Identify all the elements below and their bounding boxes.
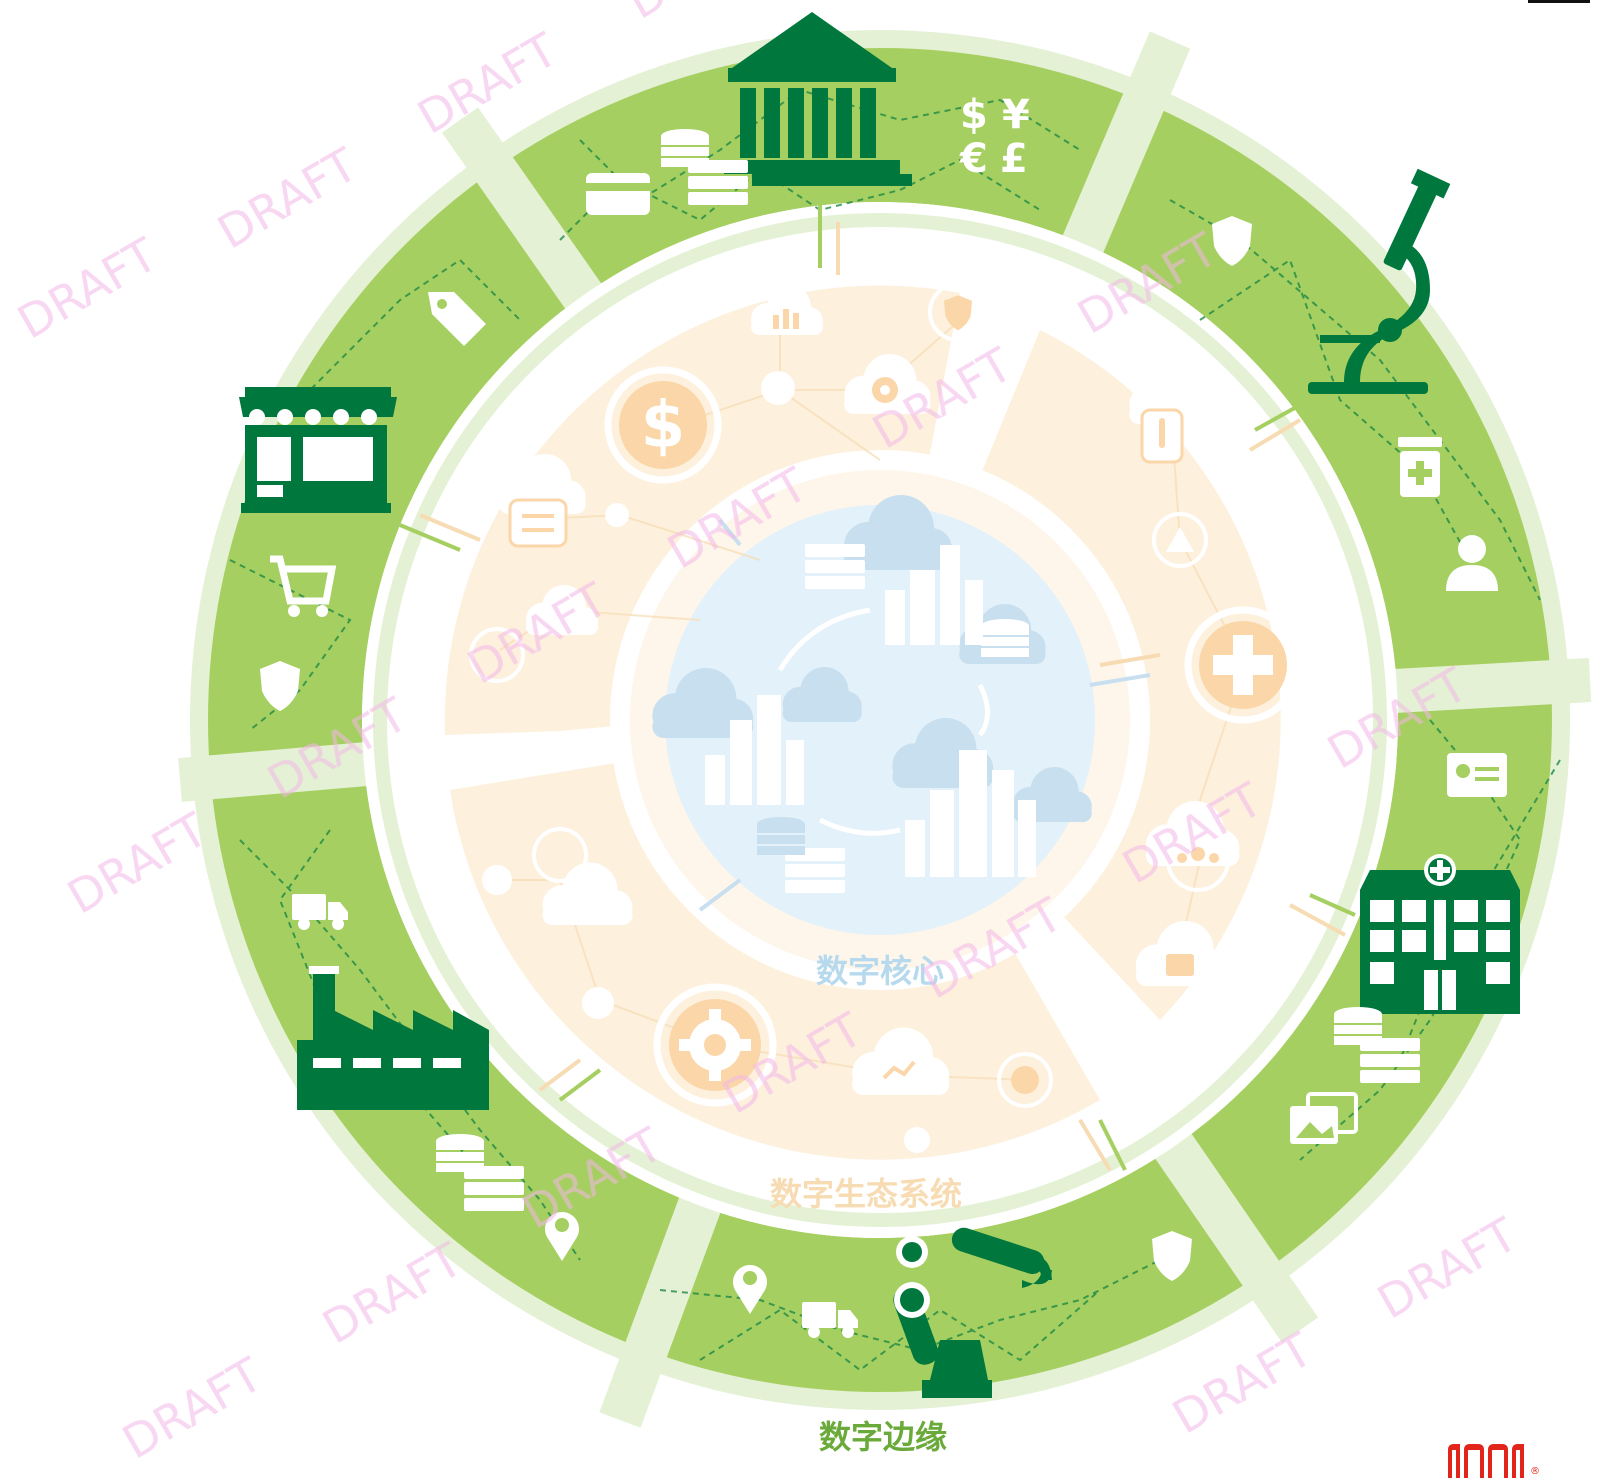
medical-cross-icon xyxy=(1184,606,1302,724)
location-pin-icon xyxy=(733,1265,767,1314)
core-label: 数字核心 xyxy=(816,952,944,990)
currency-symbols: $ ¥ € £ xyxy=(959,92,1030,182)
hospital-icon xyxy=(1360,854,1520,1014)
ecosystem-label: 数字生态系统 xyxy=(770,1175,962,1213)
cloud-chat-icon xyxy=(1135,921,1230,986)
factory-icon xyxy=(297,966,489,1110)
draft-watermark: DRAFT xyxy=(114,1347,272,1470)
cloud-transfer-icon xyxy=(499,454,586,548)
draft-watermark: DRAFT xyxy=(9,227,167,350)
thermometer-icon xyxy=(1129,364,1216,464)
warning-icon xyxy=(1152,512,1208,568)
cloud-gear-icon xyxy=(844,354,931,414)
tag-icon xyxy=(428,292,486,346)
svg-text:$: $ xyxy=(641,389,686,463)
server-icon xyxy=(464,1166,524,1211)
shield-icon xyxy=(469,627,525,683)
robot-arm-icon xyxy=(893,1227,1052,1398)
node-dot xyxy=(904,1127,930,1153)
medicine-bottle-icon xyxy=(1398,437,1442,497)
draft-watermark: DRAFT xyxy=(619,0,777,30)
top-right-rule xyxy=(1528,0,1590,3)
node-dot xyxy=(605,503,629,527)
node-dot xyxy=(582,987,614,1019)
registered-mark: ® xyxy=(1530,1466,1540,1477)
connector-arrows xyxy=(399,200,1356,1172)
server-icon xyxy=(1360,1038,1420,1083)
draft-watermark: DRAFT xyxy=(314,1232,472,1355)
edge-small-icons xyxy=(260,129,1507,1338)
draft-watermark: DRAFT xyxy=(1369,1207,1527,1330)
yen-symbol: ¥ xyxy=(1002,92,1030,138)
draft-watermark: DRAFT xyxy=(59,802,217,925)
database-icon xyxy=(757,817,805,855)
draft-watermark: DRAFT xyxy=(209,137,367,260)
shield-icon xyxy=(928,282,988,342)
cart-icon xyxy=(270,555,337,617)
euro-symbol: € xyxy=(959,136,988,182)
edge-label: 数字边缘 xyxy=(819,1418,947,1456)
edge-icons xyxy=(239,12,1520,1398)
node-dot xyxy=(482,865,512,895)
team-icon xyxy=(1145,801,1240,892)
server-icon xyxy=(805,544,865,589)
cycle-arrows-icon xyxy=(777,607,990,836)
core-content xyxy=(652,495,1092,893)
store-icon xyxy=(239,387,397,513)
location-pin-icon xyxy=(545,1212,579,1261)
draft-watermark: DRAFT xyxy=(1164,1322,1322,1445)
pound-symbol: £ xyxy=(1000,136,1028,182)
database-icon xyxy=(981,619,1029,657)
ecosystem-icons: $ xyxy=(469,282,1302,1153)
link-icon xyxy=(532,827,588,883)
server-icon xyxy=(688,160,748,205)
credit-card-icon xyxy=(586,173,650,215)
gear-circle-icon xyxy=(653,983,777,1107)
bank-icon xyxy=(724,12,912,186)
cloud-analytics-icon xyxy=(852,1027,950,1095)
user-icon xyxy=(1446,535,1498,591)
id-card-icon xyxy=(1447,753,1507,797)
cloud-chart-icon xyxy=(751,285,823,335)
brand-logo: ® xyxy=(1448,1444,1540,1478)
microscope-icon xyxy=(1308,168,1451,394)
globe-icon xyxy=(997,1052,1053,1108)
city-cloud-icon xyxy=(705,545,1036,877)
node-dot xyxy=(761,371,795,405)
image-gallery-icon xyxy=(1290,1092,1358,1144)
dollar-circle-icon: $ xyxy=(604,366,722,484)
dollar-symbol: $ xyxy=(960,92,988,138)
